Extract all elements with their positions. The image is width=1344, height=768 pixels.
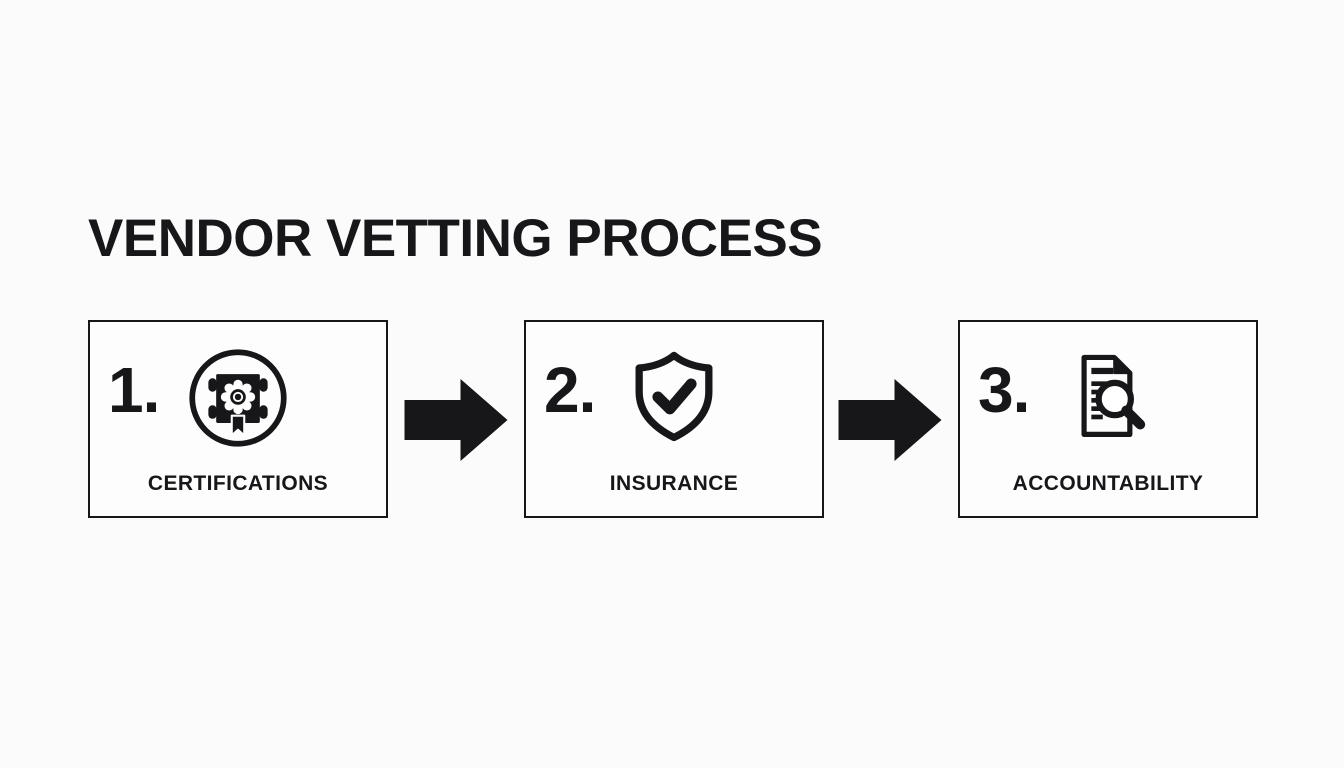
step-2-label: INSURANCE [609,472,739,495]
page-title: VENDOR VETTING PROCESS [88,208,823,268]
shield-check-icon [622,346,726,450]
step-box-1: 1. CERTIFICATIONS [88,320,388,518]
arrow-right-icon [404,376,510,464]
certificate-seal-icon [186,346,290,450]
step-3-number: 3. [978,354,1030,426]
step-box-2: 2. INSURANCE [524,320,824,518]
document-audit-magnifier-icon [1056,346,1160,450]
arrow-right-icon [838,376,944,464]
step-box-3: 3. ACCOUNTABILITY [958,320,1258,518]
step-1-number: 1. [108,354,160,426]
step-1-label: CERTIFICATIONS [147,472,329,495]
step-3-label: ACCOUNTABILITY [1012,472,1204,495]
step-2-number: 2. [544,354,596,426]
